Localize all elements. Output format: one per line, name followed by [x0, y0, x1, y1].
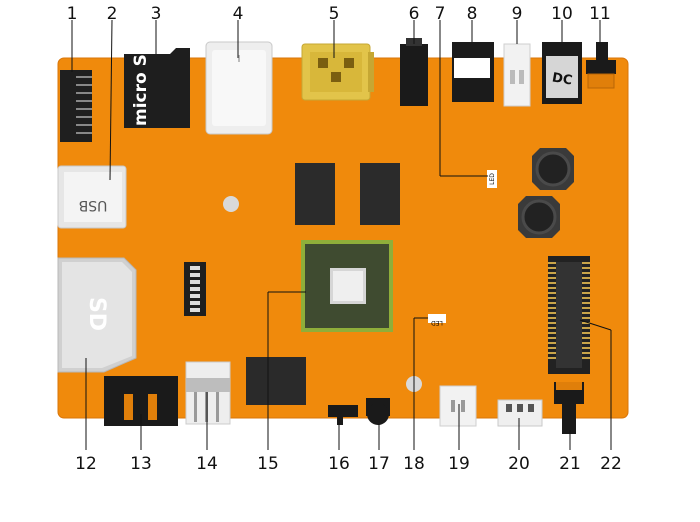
- dip-switch: [184, 262, 206, 316]
- network-connector: [452, 42, 494, 102]
- pin-header-connector: [60, 70, 92, 142]
- hdmi-port: [301, 43, 374, 101]
- white-connector-top: [503, 43, 531, 107]
- callout-number: 15: [257, 454, 279, 474]
- callout-number: 2: [107, 4, 118, 24]
- usb-port: USB: [57, 165, 127, 229]
- callout-number: 4: [233, 4, 244, 24]
- usb-c-port: [205, 41, 273, 135]
- dc-power-jack: DC: [542, 42, 582, 104]
- soc-processor: [301, 240, 393, 332]
- led-label: LED: [489, 173, 496, 185]
- mounting-hole: [223, 196, 239, 212]
- callout-number: 8: [467, 4, 478, 24]
- callout-number: 22: [600, 454, 622, 474]
- callout-number: 11: [589, 4, 611, 24]
- callout-number: 1: [67, 4, 78, 24]
- inductor: [518, 196, 560, 238]
- power-button: [586, 42, 616, 89]
- microsd-slot: micro SD: [124, 40, 190, 128]
- callout-number: 16: [328, 454, 350, 474]
- led-indicator: LED: [428, 314, 446, 326]
- sd-label: SD: [84, 297, 109, 331]
- callout-number: 3: [151, 4, 162, 24]
- callout-number: 19: [448, 454, 470, 474]
- sd-card-slot: SD: [57, 257, 137, 373]
- inductor: [532, 148, 574, 190]
- audio-jack: [400, 38, 428, 106]
- small-switch: [328, 405, 358, 425]
- microsd-label: micro SD: [131, 40, 151, 126]
- leader-lines: [71, 19, 612, 450]
- callout-number: 18: [403, 454, 425, 474]
- m2-slot: [548, 256, 590, 374]
- callout-number: 5: [329, 4, 340, 24]
- usb-label: USB: [79, 197, 108, 213]
- leader-line: [109, 19, 113, 181]
- memory-chip: [295, 163, 335, 225]
- callout-number: 12: [75, 454, 97, 474]
- callout-number: 17: [368, 454, 390, 474]
- callout-number: 14: [196, 454, 218, 474]
- callout-number: 9: [512, 4, 523, 24]
- white-connector-bottom: [439, 385, 477, 427]
- callout-number: 7: [435, 4, 446, 24]
- callout-number: 6: [409, 4, 420, 24]
- jst-connector: [497, 399, 543, 427]
- callout-number: 21: [559, 454, 581, 474]
- dc-label: DC: [551, 70, 574, 88]
- leader-line: [579, 319, 612, 331]
- callout-number: 13: [130, 454, 152, 474]
- ir-receiver: [366, 398, 390, 425]
- white-pin-header: [185, 361, 231, 425]
- callout-number: 10: [551, 4, 573, 24]
- led-label: LED: [431, 319, 443, 326]
- reset-button: [554, 382, 584, 434]
- led-indicator: LED: [487, 170, 497, 188]
- memory-chip: [360, 163, 400, 225]
- callout-number: 20: [508, 454, 530, 474]
- power-ic: [246, 357, 306, 405]
